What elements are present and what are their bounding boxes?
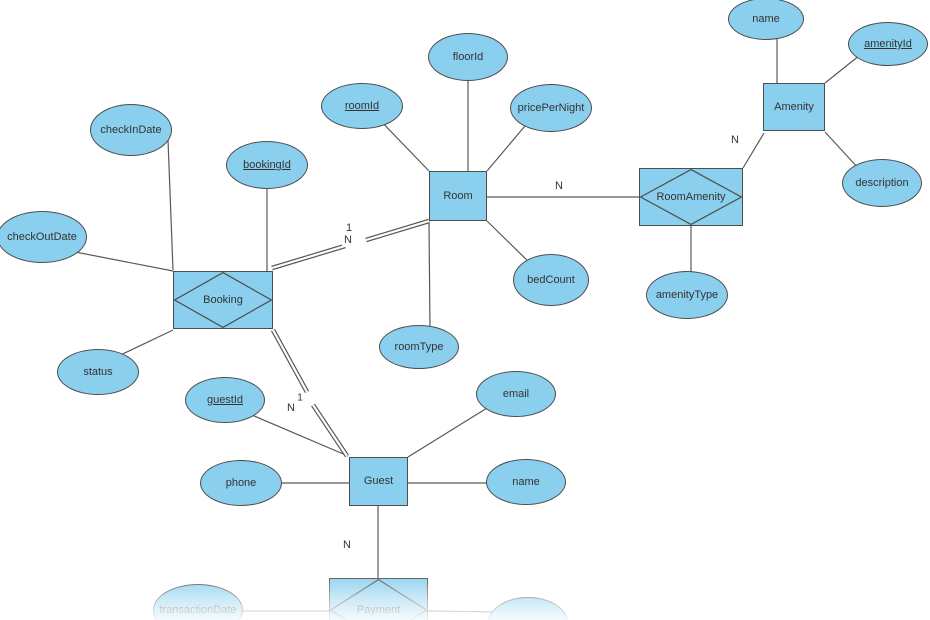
- attribute-status: status: [57, 349, 139, 395]
- edge-roomamenity-amenity: [742, 132, 765, 169]
- attribute-checkoutdate: checkOutDate: [0, 211, 87, 263]
- attribute-roomtype: roomType: [379, 325, 459, 369]
- attribute-checkindate-label: checkInDate: [100, 123, 162, 136]
- attribute-transactiondate-label: transactionDate: [159, 603, 237, 616]
- edge-booking-guest-double-seg1-core: [272, 329, 308, 393]
- cardinality-booking-guest-many: N: [285, 401, 297, 415]
- edge-booking-room-double-seg1-core: [271, 244, 346, 270]
- attribute-amenityid-label: amenityId: [864, 37, 912, 50]
- attribute-pricepernight: pricePerNight: [510, 84, 592, 132]
- attribute-guest-name: name: [486, 459, 566, 505]
- cardinality-room-roomamenity-many: N: [553, 179, 565, 193]
- booking-diamond-icon: [174, 272, 272, 328]
- attribute-status-label: status: [83, 365, 113, 378]
- edge-guestid-guest: [239, 409, 349, 457]
- attribute-checkoutdate-label: checkOutDate: [7, 230, 77, 243]
- attribute-bookingid-label: bookingId: [243, 158, 291, 171]
- edge-booking-guest-double-seg2-core: [312, 404, 348, 457]
- attribute-phone-label: phone: [225, 476, 257, 489]
- attribute-guest-name-label: name: [512, 475, 540, 488]
- cardinality-booking-guest-one: 1: [295, 392, 305, 404]
- roomamenity-diamond-icon: [640, 169, 742, 225]
- attribute-amenityid: amenityId: [848, 22, 928, 66]
- attribute-roomid-label: roomId: [344, 99, 380, 112]
- attribute-amenity-name-label: name: [752, 12, 780, 25]
- attribute-phone: phone: [200, 460, 282, 506]
- attribute-bookingid: bookingId: [226, 141, 308, 189]
- attribute-floorid: floorId: [428, 33, 508, 81]
- cardinality-booking-room-many: N: [342, 233, 354, 247]
- attribute-guestid: guestId: [185, 377, 265, 423]
- edge-guest-email: [407, 399, 501, 458]
- entity-guest: Guest: [349, 457, 408, 506]
- entity-room-label: Room: [443, 189, 473, 202]
- attribute-bedcount-label: bedCount: [527, 273, 575, 286]
- entity-amenity-label: Amenity: [774, 100, 814, 113]
- entity-room: Room: [429, 171, 487, 221]
- edge-booking-room-double-seg2-core: [365, 219, 430, 242]
- attribute-roomtype-label: roomType: [394, 340, 444, 353]
- attribute-bedcount: bedCount: [513, 254, 589, 306]
- cardinality-roomamenity-amenity-many: N: [729, 133, 741, 147]
- attribute-amenitytype-label: amenityType: [655, 288, 719, 301]
- edge-checkoutdate-booking: [64, 249, 174, 272]
- relationship-payment-label: Payment: [356, 603, 401, 616]
- attribute-roomid: roomId: [321, 83, 403, 129]
- attribute-email: email: [476, 371, 556, 417]
- attribute-floorid-label: floorId: [452, 50, 484, 63]
- edge-checkindate-booking: [167, 139, 174, 271]
- attribute-description: description: [842, 159, 922, 207]
- attribute-guestid-label: guestId: [206, 393, 244, 406]
- attribute-amenitytype: amenityType: [646, 271, 728, 319]
- attribute-email-label: email: [502, 387, 530, 400]
- edge-room-roomtype: [428, 220, 431, 331]
- relationship-booking-label: Booking: [203, 293, 243, 306]
- cardinality-booking-room-one: 1: [343, 221, 355, 235]
- cardinality-guest-payment-many: N: [341, 538, 353, 552]
- entity-guest-label: Guest: [363, 475, 394, 488]
- relationship-roomamenity-label: RoomAmenity: [656, 190, 726, 203]
- edge-amenityid-amenity: [824, 54, 861, 84]
- attribute-pricepernight-label: pricePerNight: [517, 101, 585, 114]
- relationship-booking: Booking: [173, 271, 273, 329]
- relationship-roomamenity: RoomAmenity: [639, 168, 743, 226]
- attribute-description-label: description: [855, 176, 909, 189]
- relationship-payment: Payment: [329, 578, 428, 620]
- edge-amenity-description: [824, 131, 861, 171]
- attribute-checkindate: checkInDate: [90, 104, 172, 156]
- attribute-amenity-name: name: [728, 0, 804, 40]
- edge-pricepernight-room: [486, 119, 531, 172]
- entity-amenity: Amenity: [763, 83, 825, 131]
